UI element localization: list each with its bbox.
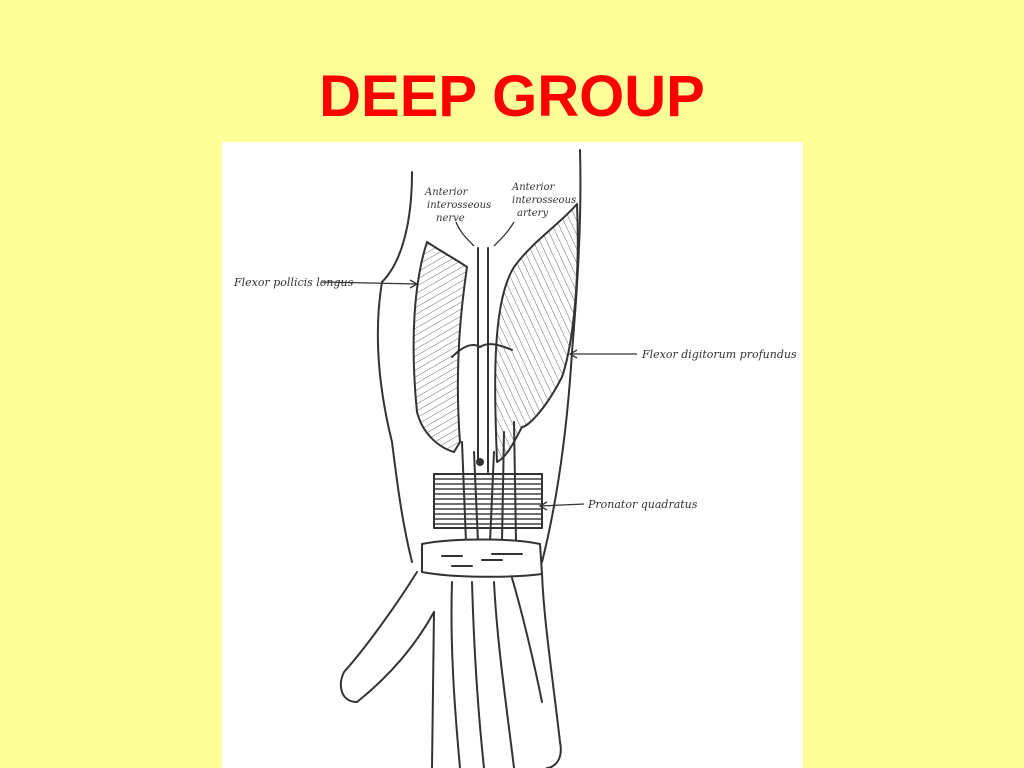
- label-flexor-pollicis-longus: Flexor pollicis longus: [233, 276, 354, 289]
- label-pronator-quadratus: Pronator quadratus: [587, 498, 698, 511]
- label-anterior-interosseous-artery: Anterior interosseous artery: [511, 182, 579, 219]
- flexor-pollicis-longus-muscle: [412, 241, 468, 453]
- forearm-outline-right: [541, 149, 582, 563]
- slide-title: DEEP GROUP: [319, 64, 705, 129]
- palm-outline: [431, 573, 562, 768]
- label-anterior-interosseous-nerve: Anterior interosseous nerve: [424, 187, 494, 224]
- thumb: [339, 571, 435, 703]
- forearm-outline-left: [376, 171, 413, 563]
- nerve-end-dot: [476, 458, 484, 466]
- flexor-digitorum-profundus-muscle: [494, 203, 579, 463]
- label-flexor-digitorum-profundus: Flexor digitorum profundus: [641, 348, 797, 361]
- anatomy-drawing: Anterior interosseous nerve Anterior int…: [233, 149, 797, 768]
- flexor-retinaculum: [421, 538, 543, 578]
- pronator-quadratus-muscle: [433, 473, 543, 529]
- forearm-deep-muscles-illustration: Anterior interosseous nerve Anterior int…: [222, 142, 803, 768]
